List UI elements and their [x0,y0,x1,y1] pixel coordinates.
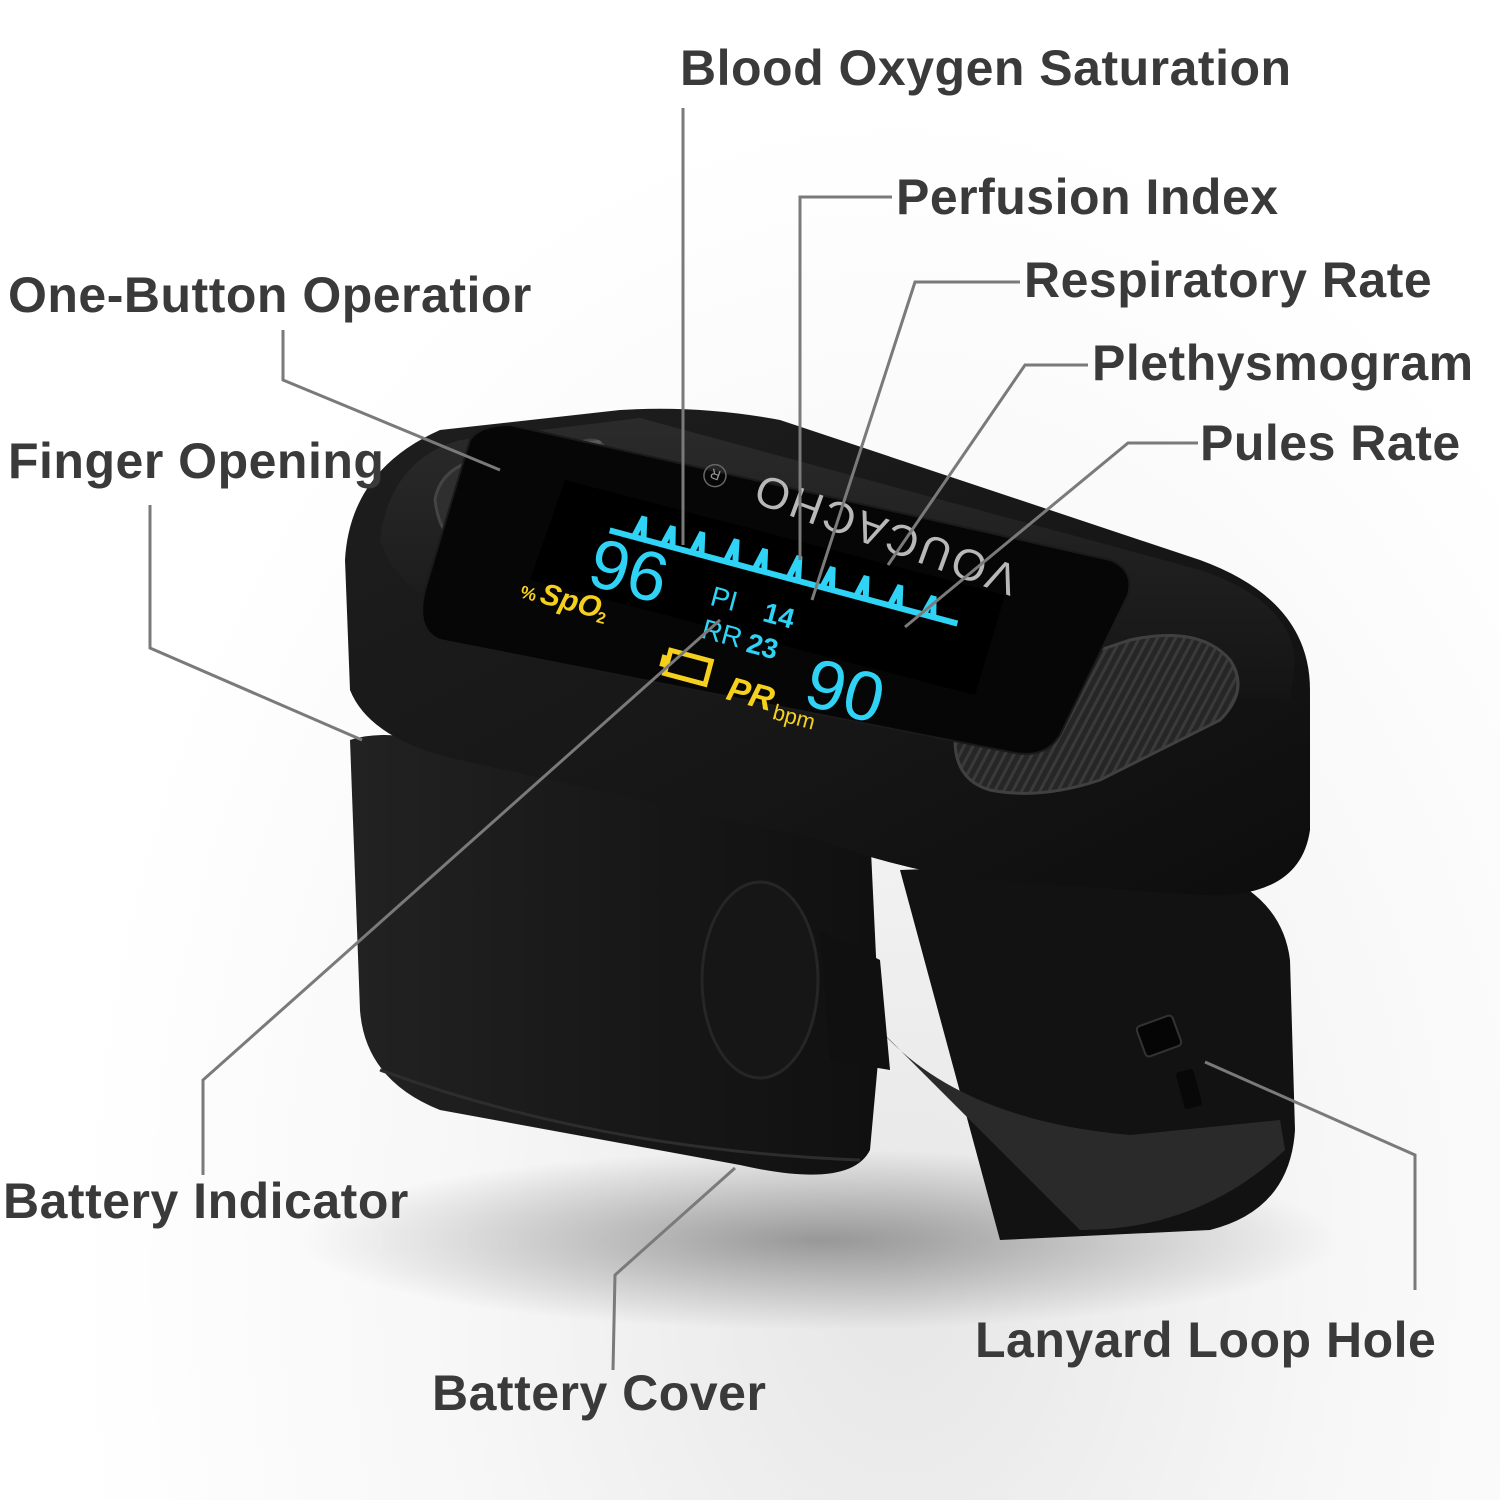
label-finger-opening: Finger Opening [8,433,385,489]
leader-battery-cover [611,1166,736,1371]
battery-icon [659,647,715,688]
label-pulse-rate: Pules Rate [1200,415,1461,471]
spo2-percent: % [518,582,539,605]
label-battery-cover: Battery Cover [432,1365,767,1421]
label-lanyard-loop-hole: Lanyard Loop Hole [975,1312,1437,1368]
leader-lines [148,108,1417,1371]
hinge-knob [700,880,820,1080]
oled-screen [530,480,1005,695]
leader-lanyard [1204,1060,1417,1290]
label-respiratory-rate: Respiratory Rate [1024,252,1433,308]
label-battery-indicator: Battery Indicator [3,1173,409,1229]
lanyard-slot [1176,1068,1202,1110]
lower-jaw-rim [880,1030,1285,1230]
leader-pulse-rate [904,441,1198,629]
label-perfusion-index: Perfusion Index [896,169,1279,225]
label-plethysmogram: Plethysmogram [1092,335,1474,391]
lanyard-loop-hole [1135,1014,1183,1058]
leader-battery-indicator [201,618,721,1175]
label-one-button-operation: One-Button Operatior [8,267,532,323]
label-blood-oxygen-saturation: Blood Oxygen Saturation [680,40,1292,96]
leader-finger-opening [148,505,363,742]
spo2-subscript: 2 [594,609,607,628]
leader-perfusion-index [798,195,892,560]
leader-plethysmogram [886,363,1088,566]
leader-one-button [281,330,501,472]
leader-respiratory-rate [810,280,1020,601]
hinge-side [820,930,890,1070]
battery-cover-seam [379,1068,861,1162]
